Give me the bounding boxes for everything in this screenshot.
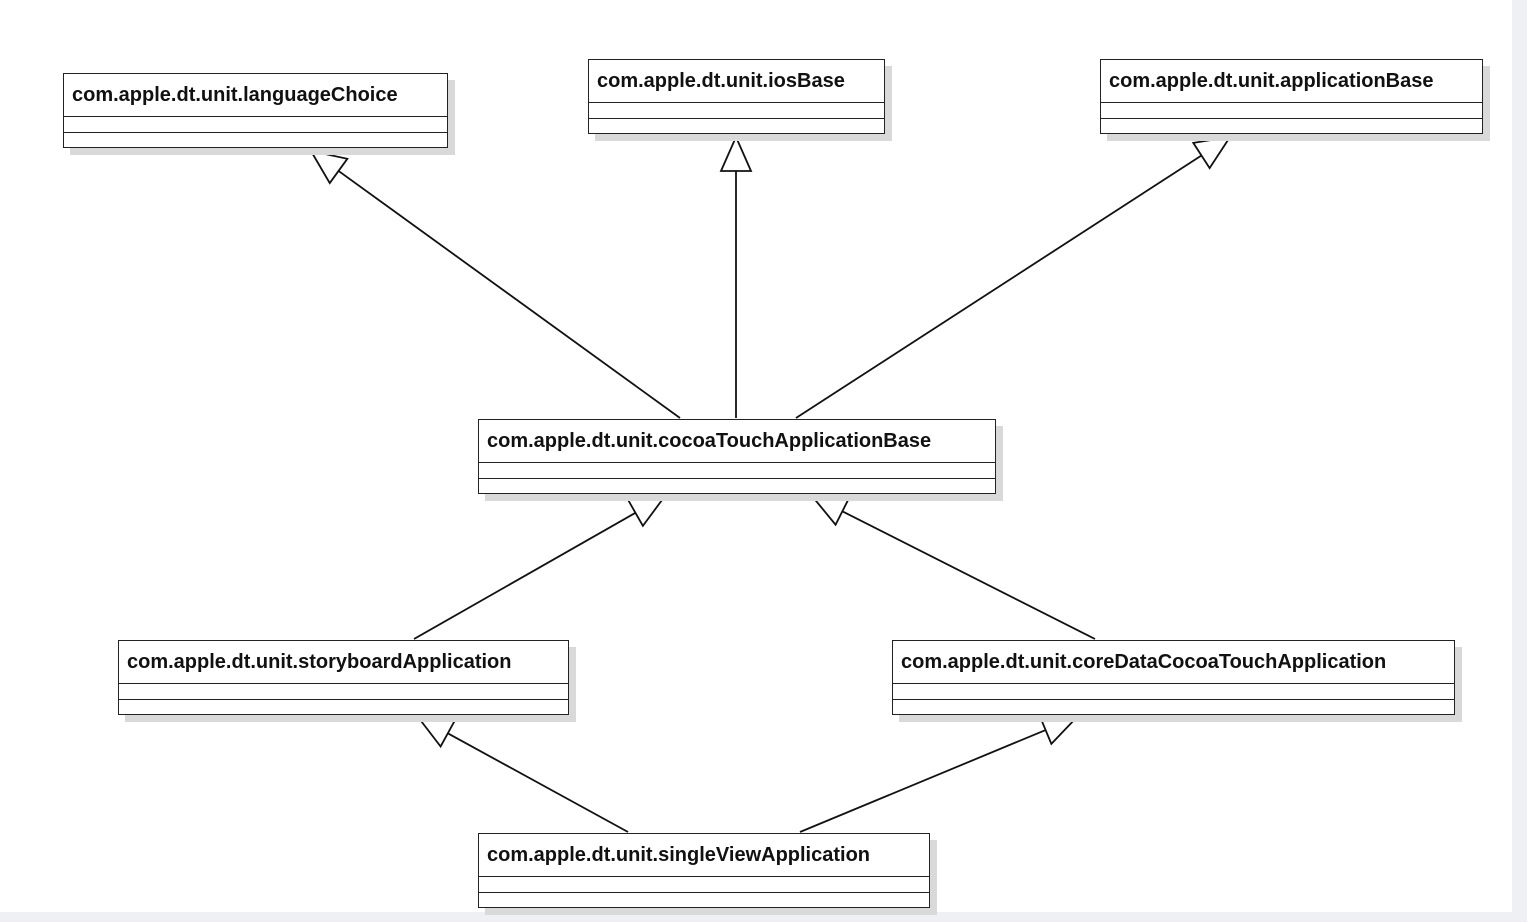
class-attributes-compartment	[589, 103, 884, 119]
class-attributes-compartment	[1101, 103, 1482, 119]
class-name: com.apple.dt.unit.applicationBase	[1101, 60, 1482, 103]
class-box-language-choice[interactable]: com.apple.dt.unit.languageChoice	[63, 73, 448, 148]
class-box-storyboard-application[interactable]: com.apple.dt.unit.storyboardApplication	[118, 640, 569, 715]
class-name: com.apple.dt.unit.languageChoice	[64, 74, 447, 117]
class-attributes-compartment	[479, 463, 995, 479]
class-box-ios-base[interactable]: com.apple.dt.unit.iosBase	[588, 59, 885, 134]
class-operations-compartment	[1101, 119, 1482, 133]
class-operations-compartment	[64, 133, 447, 147]
class-operations-compartment	[119, 700, 568, 714]
class-attributes-compartment	[119, 684, 568, 700]
class-name: com.apple.dt.unit.iosBase	[589, 60, 884, 103]
class-operations-compartment	[893, 700, 1454, 714]
class-attributes-compartment	[479, 877, 929, 893]
class-box-single-view-application[interactable]: com.apple.dt.unit.singleViewApplication	[478, 833, 930, 908]
class-box-application-base[interactable]: com.apple.dt.unit.applicationBase	[1100, 59, 1483, 134]
class-name: com.apple.dt.unit.storyboardApplication	[119, 641, 568, 684]
class-box-core-data-cocoa-touch-application[interactable]: com.apple.dt.unit.coreDataCocoaTouchAppl…	[892, 640, 1455, 715]
class-attributes-compartment	[893, 684, 1454, 700]
class-operations-compartment	[589, 119, 884, 133]
class-name: com.apple.dt.unit.singleViewApplication	[479, 834, 929, 877]
class-attributes-compartment	[64, 117, 447, 133]
class-name: com.apple.dt.unit.cocoaTouchApplicationB…	[479, 420, 995, 463]
class-name: com.apple.dt.unit.coreDataCocoaTouchAppl…	[893, 641, 1454, 684]
class-operations-compartment	[479, 893, 929, 907]
class-operations-compartment	[479, 479, 995, 493]
class-box-cocoa-touch-application-base[interactable]: com.apple.dt.unit.cocoaTouchApplicationB…	[478, 419, 996, 494]
